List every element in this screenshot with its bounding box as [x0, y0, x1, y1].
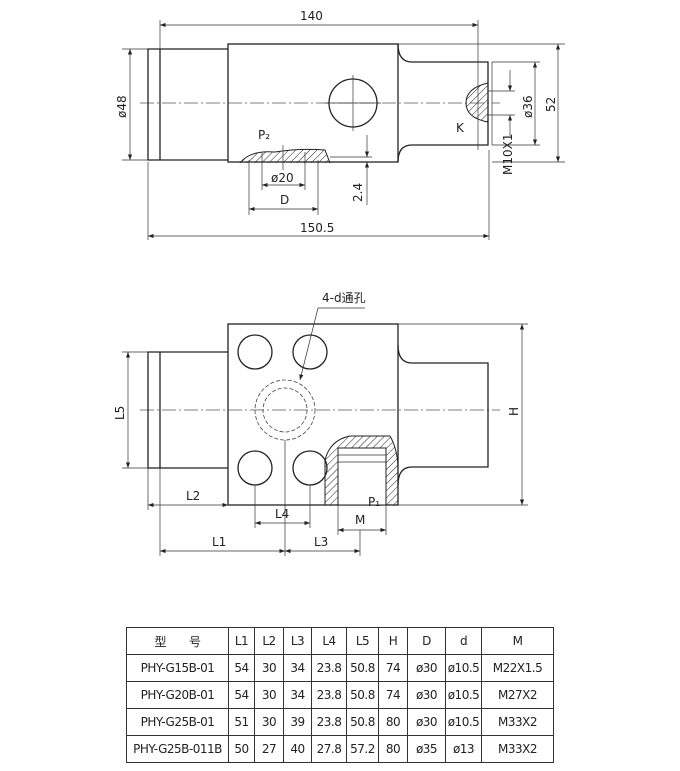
- value-cell: ø30: [407, 681, 446, 709]
- value-cell: 34: [283, 681, 312, 709]
- model-cell: PHY-G25B-011B: [126, 735, 229, 763]
- value-cell: 27: [254, 735, 284, 763]
- value-cell: 39: [283, 708, 312, 736]
- dim-L1: L1: [212, 535, 226, 549]
- value-cell: 27.8: [311, 735, 347, 763]
- value-cell: 50: [228, 735, 255, 763]
- value-cell: 50.8: [346, 681, 379, 709]
- value-cell: L1: [228, 627, 255, 655]
- model-cell: PHY-G20B-01: [126, 681, 229, 709]
- value-cell: M33X2: [481, 708, 554, 736]
- dim-2-4: 2.4: [351, 183, 365, 202]
- value-cell: 50.8: [346, 654, 379, 682]
- label-p2: P₂: [258, 128, 270, 142]
- label-p1: P₁: [368, 495, 380, 509]
- value-cell: L4: [311, 627, 347, 655]
- value-cell: 57.2: [346, 735, 379, 763]
- model-cell: PHY-G25B-01: [126, 708, 229, 736]
- value-cell: ø30: [407, 708, 446, 736]
- value-cell: 23.8: [311, 708, 347, 736]
- dim-L3: L3: [314, 535, 328, 549]
- value-cell: ø10.5: [445, 654, 482, 682]
- value-cell: 74: [378, 654, 408, 682]
- value-cell: ø30: [407, 654, 446, 682]
- value-cell: 23.8: [311, 654, 347, 682]
- value-cell: 30: [254, 708, 284, 736]
- value-cell: 30: [254, 681, 284, 709]
- value-cell: 40: [283, 735, 312, 763]
- label-k: K: [456, 121, 465, 135]
- value-cell: L5: [346, 627, 379, 655]
- value-cell: H: [378, 627, 408, 655]
- model-cell: 型 号: [126, 627, 229, 655]
- value-cell: M27X2: [481, 681, 554, 709]
- value-cell: L2: [254, 627, 284, 655]
- dim-H: H: [507, 407, 521, 416]
- value-cell: 80: [378, 735, 408, 763]
- value-cell: 51: [228, 708, 255, 736]
- value-cell: ø10.5: [445, 708, 482, 736]
- dim-d20: ø20: [271, 171, 294, 185]
- value-cell: 74: [378, 681, 408, 709]
- value-cell: d: [445, 627, 482, 655]
- thread-m10x1: M10X1: [501, 134, 515, 175]
- dim-L2: L2: [186, 489, 200, 503]
- value-cell: 30: [254, 654, 284, 682]
- value-cell: M22X1.5: [481, 654, 554, 682]
- value-cell: ø10.5: [445, 681, 482, 709]
- value-cell: 80: [378, 708, 408, 736]
- value-cell: ø35: [407, 735, 446, 763]
- dim-D: D: [280, 193, 289, 207]
- dim-140: 140: [300, 9, 323, 23]
- top-view: 140 150.5 ø48 52 ø36 M10X1 K P₂ ø20 D 2.…: [115, 9, 565, 240]
- dim-d36: ø36: [521, 95, 535, 118]
- dim-150-5: 150.5: [300, 221, 334, 235]
- bottom-view: 4-d通孔 L5 H L2 L4 M P₁ L1 L3: [113, 291, 528, 556]
- value-cell: 34: [283, 654, 312, 682]
- value-cell: 50.8: [346, 708, 379, 736]
- dim-L5: L5: [113, 406, 127, 420]
- dim-M: M: [355, 513, 365, 527]
- value-cell: M: [481, 627, 554, 655]
- value-cell: 23.8: [311, 681, 347, 709]
- value-cell: M33X2: [481, 735, 554, 763]
- value-cell: D: [407, 627, 446, 655]
- value-cell: L3: [283, 627, 312, 655]
- value-cell: 54: [228, 654, 255, 682]
- dim-L4: L4: [275, 507, 289, 521]
- dim-d48: ø48: [115, 95, 129, 118]
- value-cell: ø13: [445, 735, 482, 763]
- dim-52: 52: [544, 97, 558, 112]
- note-4-d-through-hole: 4-d通孔: [322, 291, 366, 305]
- value-cell: 54: [228, 681, 255, 709]
- model-cell: PHY-G15B-01: [126, 654, 229, 682]
